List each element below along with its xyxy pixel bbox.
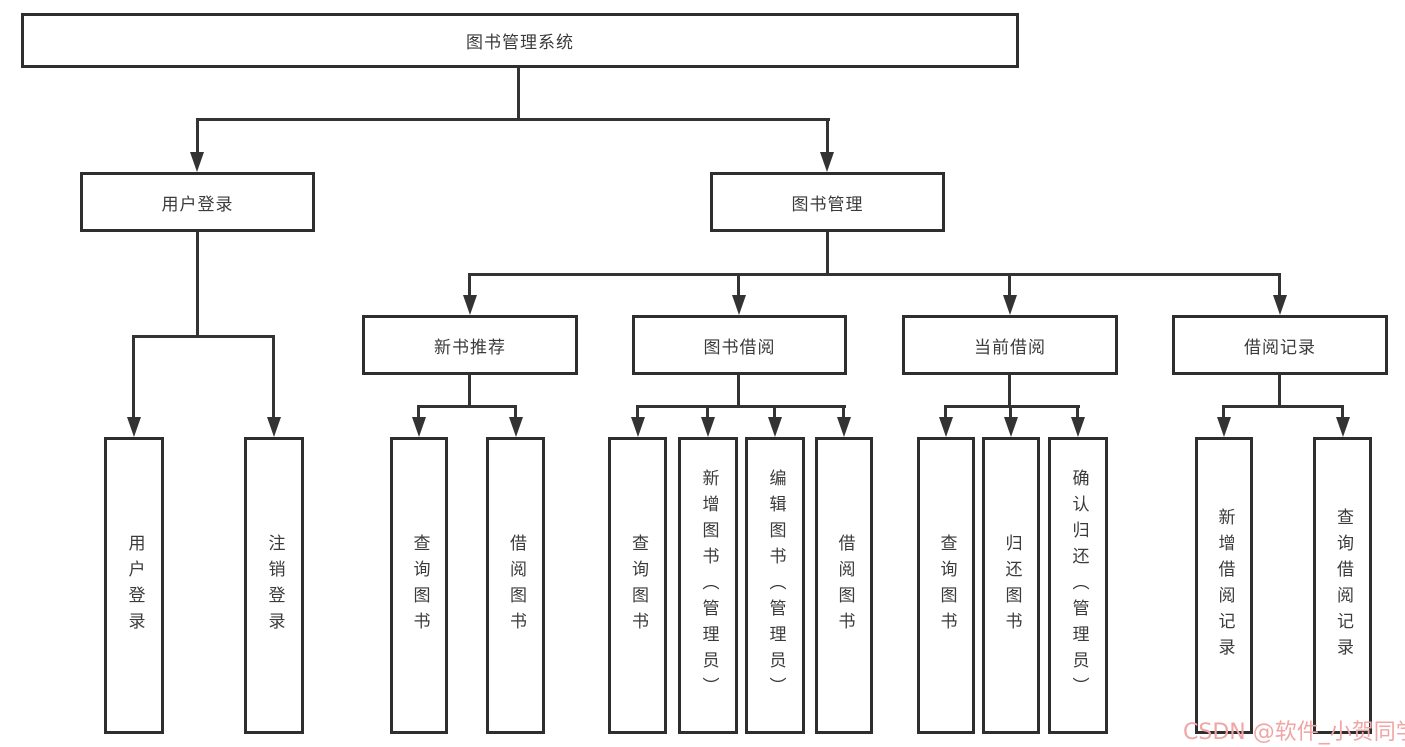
connector-line bbox=[468, 375, 471, 405]
leaf-query-books-3: 查询图书 bbox=[917, 437, 975, 734]
node-label: 新增图书（管理员） bbox=[698, 468, 719, 703]
node-label: 新书推荐 bbox=[434, 337, 506, 358]
connector-line bbox=[517, 68, 520, 118]
leaf-edit-books-admin: 编辑图书（管理员） bbox=[745, 437, 805, 734]
arrow-down bbox=[267, 417, 281, 437]
arrow-down bbox=[939, 417, 953, 437]
arrow-down bbox=[768, 417, 782, 437]
connector-line bbox=[737, 273, 740, 295]
arrow-down bbox=[1273, 295, 1287, 315]
arrow-down bbox=[1004, 417, 1018, 437]
node-current-borrowing: 当前借阅 bbox=[902, 315, 1118, 375]
node-borrowing-records: 借阅记录 bbox=[1172, 315, 1388, 375]
connector-line bbox=[514, 405, 517, 417]
connector-line bbox=[1222, 405, 1225, 417]
connector-line bbox=[132, 335, 275, 338]
connector-line bbox=[842, 405, 845, 417]
connector-line bbox=[944, 405, 947, 417]
arrow-down bbox=[1003, 295, 1017, 315]
connector-line bbox=[196, 118, 199, 152]
connector-line bbox=[132, 335, 135, 417]
connector-line bbox=[417, 405, 517, 408]
csdn-watermark: CSDN @软件_小贺同学 bbox=[1183, 720, 1405, 745]
leaf-confirm-return-admin: 确认归还（管理员） bbox=[1048, 437, 1108, 734]
node-label: 用户登录 bbox=[124, 533, 145, 638]
arrow-down bbox=[463, 295, 477, 315]
connector-line bbox=[1278, 375, 1281, 405]
node-label: 用户登录 bbox=[161, 194, 234, 215]
node-label: 注销登录 bbox=[264, 533, 285, 638]
arrow-down bbox=[837, 417, 851, 437]
arrow-down bbox=[820, 152, 834, 172]
node-label: 借阅图书 bbox=[834, 533, 855, 638]
connector-line bbox=[636, 405, 639, 417]
connector-line bbox=[196, 232, 199, 335]
connector-line bbox=[1076, 405, 1079, 417]
connector-line bbox=[706, 405, 709, 417]
node-label: 归还图书 bbox=[1001, 533, 1022, 638]
arrow-down bbox=[127, 417, 141, 437]
connector-line bbox=[1341, 405, 1344, 417]
arrow-down bbox=[1071, 417, 1085, 437]
node-label: 借阅记录 bbox=[1244, 337, 1316, 358]
connector-line bbox=[272, 335, 275, 417]
node-label: 新增借阅记录 bbox=[1214, 507, 1235, 664]
node-label: 当前借阅 bbox=[974, 337, 1046, 358]
node-label: 查询借阅记录 bbox=[1333, 507, 1353, 664]
connector-line bbox=[826, 232, 829, 273]
arrow-down bbox=[412, 417, 426, 437]
node-label: 借阅图书 bbox=[506, 533, 526, 638]
connector-line bbox=[944, 405, 1080, 408]
connector-line bbox=[468, 273, 471, 295]
node-user-login: 用户登录 bbox=[80, 172, 315, 232]
connector-line bbox=[1008, 375, 1011, 405]
node-label: 查询图书 bbox=[936, 533, 957, 638]
node-root-library-system: 图书管理系统 bbox=[21, 13, 1019, 68]
connector-line bbox=[1278, 273, 1281, 295]
arrow-down bbox=[732, 295, 746, 315]
node-label: 确认归还（管理员） bbox=[1068, 468, 1089, 703]
arrow-down bbox=[509, 417, 523, 437]
node-label: 查询图书 bbox=[409, 533, 430, 638]
node-book-management: 图书管理 bbox=[710, 172, 945, 232]
leaf-borrow-books-2: 借阅图书 bbox=[815, 437, 873, 734]
leaf-user-login: 用户登录 bbox=[104, 437, 164, 734]
connector-line bbox=[737, 375, 740, 405]
node-label: 图书借阅 bbox=[703, 337, 776, 358]
leaf-return-books: 归还图书 bbox=[982, 437, 1040, 734]
connector-line bbox=[1222, 405, 1344, 408]
arrow-down bbox=[1217, 417, 1231, 437]
leaf-add-books-admin: 新增图书（管理员） bbox=[678, 437, 738, 734]
connector-line bbox=[1009, 405, 1012, 417]
node-book-borrowing: 图书借阅 bbox=[632, 315, 847, 375]
arrow-down bbox=[701, 417, 715, 437]
node-new-book-recommend: 新书推荐 bbox=[362, 315, 578, 375]
node-label: 图书管理 bbox=[791, 194, 864, 215]
connector-line bbox=[773, 405, 776, 417]
arrow-down bbox=[1336, 417, 1350, 437]
node-label: 图书管理系统 bbox=[466, 33, 574, 53]
node-label: 编辑图书（管理员） bbox=[765, 468, 786, 703]
leaf-borrow-books-1: 借阅图书 bbox=[486, 437, 545, 734]
leaf-query-borrow-record: 查询借阅记录 bbox=[1313, 437, 1372, 734]
connector-line bbox=[417, 405, 420, 417]
leaf-add-borrow-record: 新增借阅记录 bbox=[1195, 437, 1253, 734]
connector-line bbox=[196, 118, 830, 121]
leaf-query-books-1: 查询图书 bbox=[390, 437, 448, 734]
leaf-logout: 注销登录 bbox=[244, 437, 304, 734]
node-label: 查询图书 bbox=[628, 533, 648, 638]
arrow-down bbox=[190, 152, 204, 172]
connector-line bbox=[468, 273, 1281, 276]
leaf-query-books-2: 查询图书 bbox=[608, 437, 667, 734]
arrow-down bbox=[631, 417, 645, 437]
connector-line bbox=[1008, 273, 1011, 295]
connector-line bbox=[826, 118, 829, 152]
connector-line bbox=[636, 405, 846, 408]
